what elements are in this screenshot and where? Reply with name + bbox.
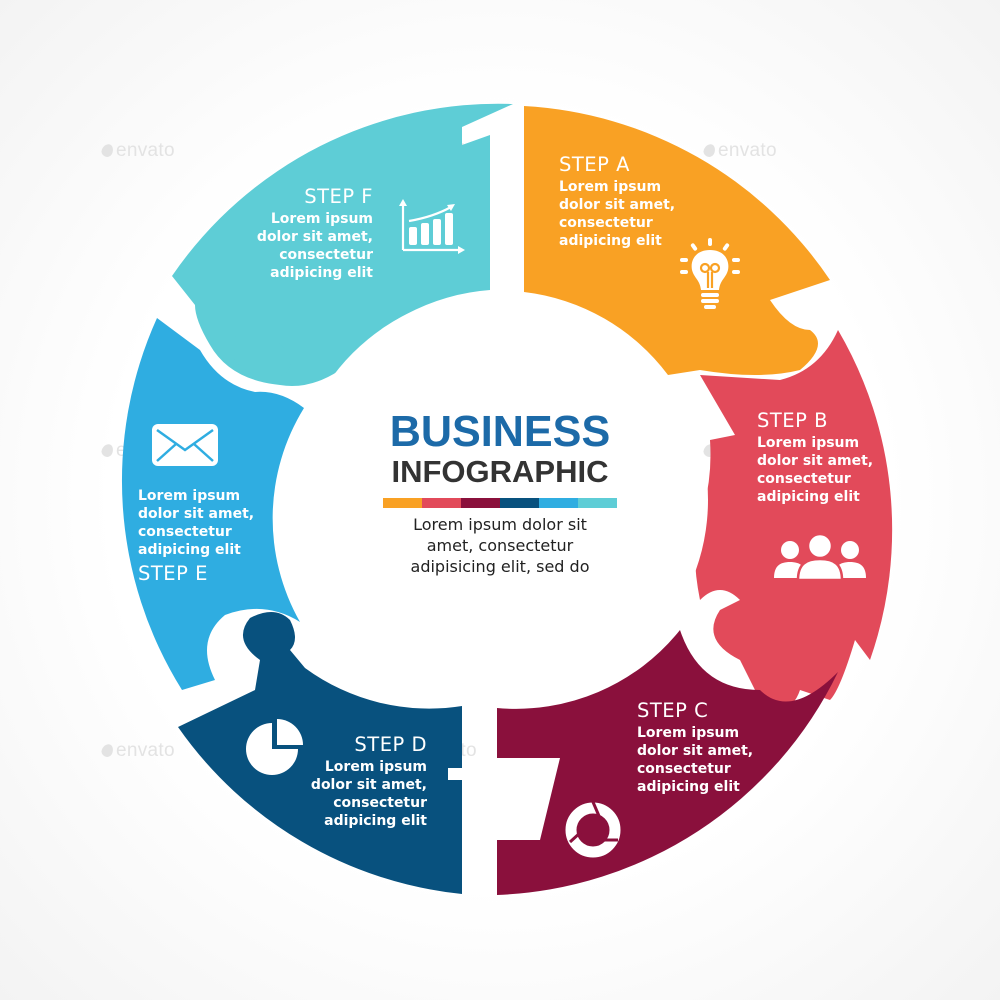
step-label: STEP E: [138, 562, 208, 585]
cycle-arrows-icon: [565, 801, 621, 858]
center-description: Lorem ipsum dolor sit amet, consectetur …: [410, 515, 590, 576]
step-label: STEP A: [559, 153, 630, 176]
segment-step-e: [121, 318, 304, 690]
step-b-text: STEP B Lorem ipsum dolor sit amet, conse…: [757, 408, 873, 506]
step-label: STEP F: [304, 185, 373, 208]
step-description: Lorem ipsum dolor sit amet, consectetur …: [559, 179, 676, 249]
step-label: STEP D: [354, 733, 427, 756]
step-c-text: STEP C Lorem ipsum dolor sit amet, conse…: [637, 698, 753, 796]
pie-chart-icon: [246, 719, 303, 775]
bar-swatch-e: [539, 498, 578, 508]
segment-step-b: [695, 330, 893, 708]
bar-swatch-d: [500, 498, 539, 508]
envelope-icon: [152, 424, 218, 466]
bar-swatch-c: [461, 498, 500, 508]
users-icon: [774, 532, 866, 582]
bar-swatch-b: [422, 498, 461, 508]
step-description: Lorem ipsum dolor sit amet, consectetur …: [138, 488, 255, 558]
color-legend-bar: [383, 498, 617, 508]
bar-chart-growth-icon: [399, 199, 465, 254]
segment-step-a: [524, 106, 830, 375]
step-description: Lorem ipsum dolor sit amet, consectetur …: [256, 211, 373, 281]
step-description: Lorem ipsum dolor sit amet, consectetur …: [637, 725, 754, 795]
step-a-text: STEP A Lorem ipsum dolor sit amet, conse…: [559, 152, 675, 250]
step-d-text: STEP D Lorem ipsum dolor sit amet, conse…: [292, 732, 427, 830]
title-line-2: INFOGRAPHIC: [391, 454, 609, 489]
step-label: STEP B: [757, 409, 828, 432]
center-title-block: BUSINESS INFOGRAPHIC Lorem ipsum dolor s…: [383, 410, 617, 577]
segment-step-f: [172, 103, 513, 386]
step-label: STEP C: [637, 699, 709, 722]
step-e-text: Lorem ipsum dolor sit amet, consectetur …: [138, 487, 254, 587]
bar-swatch-a: [383, 498, 422, 508]
title-line-1: BUSINESS: [389, 407, 611, 456]
segment-step-c: [497, 630, 838, 895]
step-f-text: STEP F Lorem ipsum dolor sit amet, conse…: [240, 184, 373, 282]
step-description: Lorem ipsum dolor sit amet, consectetur …: [310, 759, 427, 829]
segment-step-d: [178, 611, 462, 894]
step-description: Lorem ipsum dolor sit amet, consectetur …: [757, 435, 874, 505]
lightbulb-icon: [680, 238, 740, 309]
bar-swatch-f: [578, 498, 617, 508]
